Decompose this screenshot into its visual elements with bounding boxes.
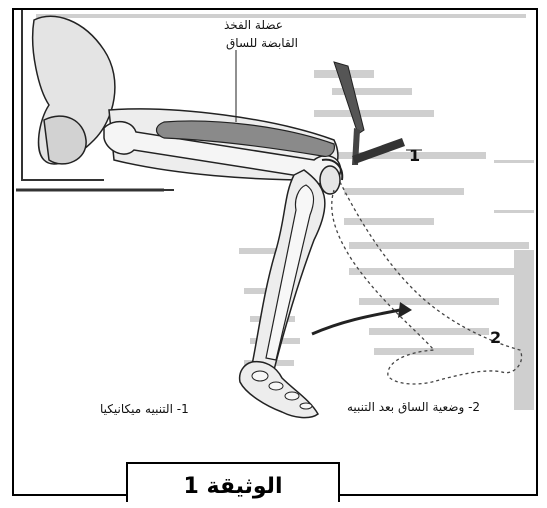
marker-2: 2 bbox=[490, 328, 501, 347]
marker-1: 1 bbox=[409, 146, 420, 165]
pelvis-bone bbox=[33, 16, 115, 164]
motion-arrow bbox=[312, 310, 400, 334]
leg-reflex-illustration bbox=[14, 10, 538, 496]
muscle-label-line1: عضلة الفخذ bbox=[224, 18, 283, 32]
caption-mechanical-stimulus: 1- التنبيه ميكانيكيا bbox=[100, 402, 189, 416]
caption-leg-position-after: 2- وضعية الساق بعد التنبيه bbox=[347, 400, 480, 414]
muscle-label-line2: القابضة للساق bbox=[226, 36, 298, 50]
diagram-frame: عضلة الفخذ القابضة للساق 1 2 1- التنبيه … bbox=[12, 8, 538, 496]
document-title: الوثيقة 1 bbox=[184, 474, 283, 499]
reflex-hammer bbox=[334, 62, 405, 165]
motion-arrow-head bbox=[398, 302, 412, 318]
patella bbox=[320, 166, 340, 194]
document-title-box: الوثيقة 1 bbox=[126, 462, 340, 502]
extended-leg-dashed bbox=[332, 182, 522, 384]
